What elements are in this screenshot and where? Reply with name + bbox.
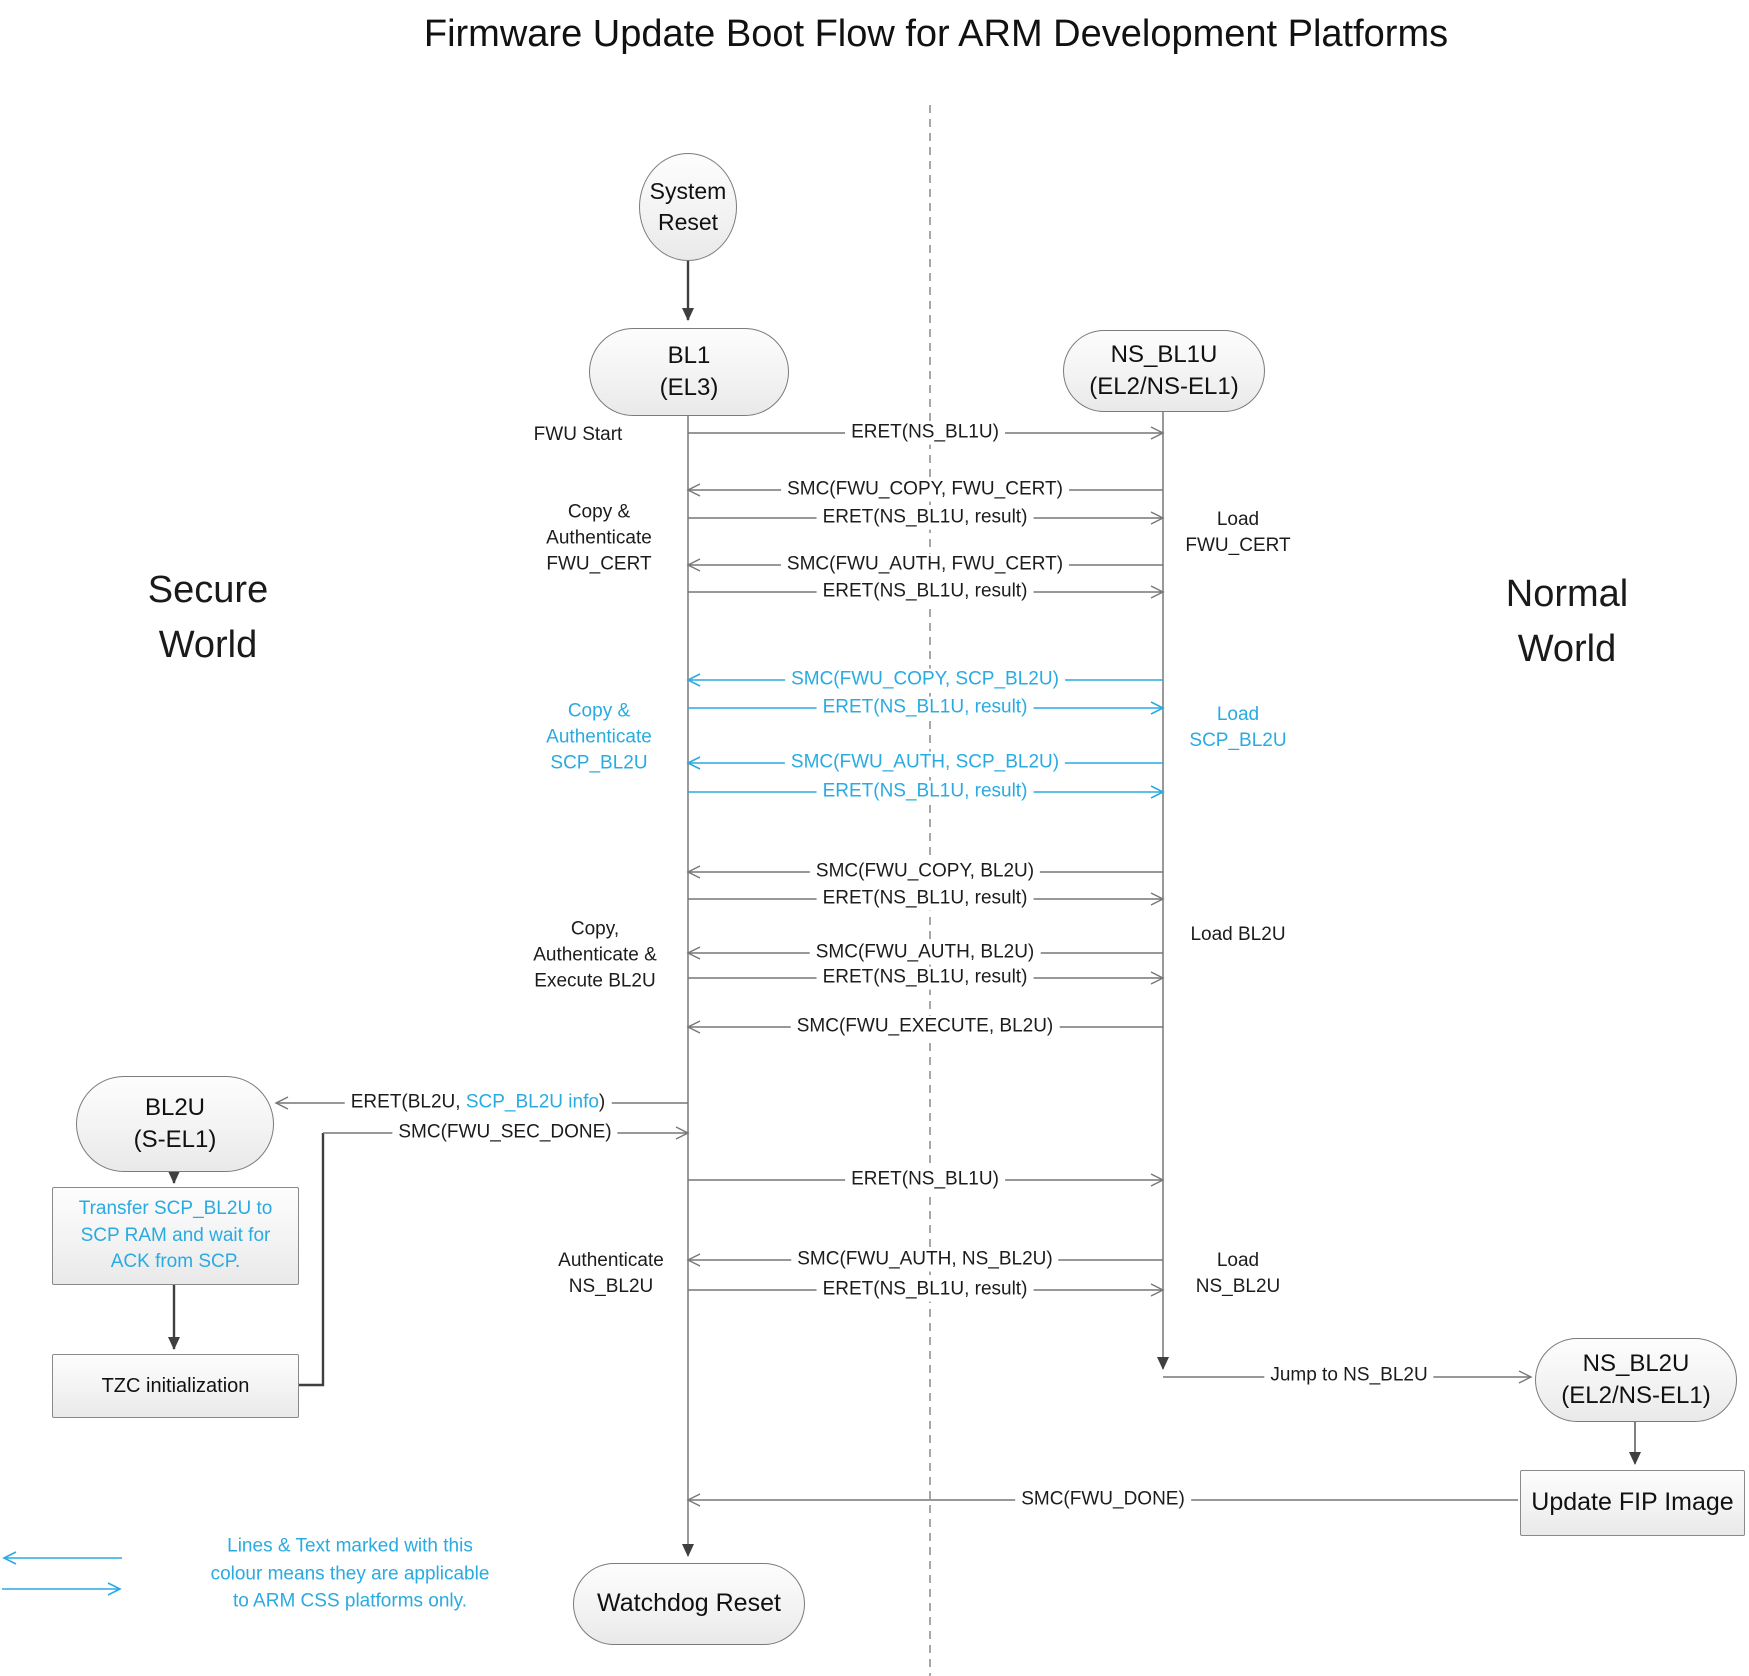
activity-load-ns-bl2u-label: Load NS_BL2U — [1195, 1249, 1281, 1297]
activity-copy-auth-exec-bl2u-label: Copy, Authenticate & Execute BL2U — [533, 918, 657, 993]
msg-eret-ns-bl1u-1-label: ERET(NS_BL1U) — [845, 421, 1005, 445]
msg-eret-result-1-label: ERET(NS_BL1U, result) — [816, 506, 1034, 530]
activity-load-scp-bl2u-label: Load SCP_BL2U — [1189, 703, 1287, 751]
msg-eret-result-2-label: ERET(NS_BL1U, result) — [816, 580, 1034, 604]
msg-eret-ns-bl1u-2-label: ERET(NS_BL1U) — [845, 1168, 1005, 1192]
msg-smc-fwu-done-label: SMC(FWU_DONE) — [1015, 1488, 1191, 1512]
msg-smc-fwu-execute-bl2u-label: SMC(FWU_EXECUTE, BL2U) — [790, 1015, 1060, 1039]
activity-copy-auth-fwu-cert-label: Copy & Authenticate FWU_CERT — [546, 501, 652, 576]
tzc-to-sec-done-elbow-connector — [299, 1133, 325, 1387]
msg-eret-bl2u-part3: ) — [598, 1091, 606, 1113]
activity-auth-ns-bl2u-label: Authenticate NS_BL2U — [558, 1249, 664, 1297]
node-ns-bl1u: NS_BL1U (EL2/NS-EL1) — [1063, 330, 1265, 412]
msg-smc-fwu-auth-ns-bl2u-label: SMC(FWU_AUTH, NS_BL2U) — [791, 1248, 1059, 1272]
msg-eret-result-7-label: ERET(NS_BL1U, result) — [816, 1278, 1034, 1302]
msg-eret-result-5-label: ERET(NS_BL1U, result) — [816, 887, 1034, 911]
msg-eret-bl2u-part1: ERET(BL2U, — [350, 1091, 466, 1113]
node-bl1: BL1 (EL3) — [589, 328, 789, 416]
msg-smc-fwu-sec-done-label: SMC(FWU_SEC_DONE) — [392, 1121, 618, 1145]
node-ns-bl2u: NS_BL2U (EL2/NS-EL1) — [1535, 1338, 1737, 1422]
msg-eret-bl2u-part2: SCP_BL2U info — [465, 1091, 599, 1113]
secure-world-label: Secure World — [147, 568, 269, 666]
msg-smc-fwu-copy-fwu-cert-label: SMC(FWU_COPY, FWU_CERT) — [781, 478, 1069, 502]
msg-smc-fwu-copy-scp-bl2u-label: SMC(FWU_COPY, SCP_BL2U) — [785, 668, 1065, 692]
node-tzc-initialization: TZC initialization — [52, 1354, 299, 1418]
node-system-reset: System Reset — [639, 153, 737, 261]
msg-smc-fwu-copy-bl2u-label: SMC(FWU_COPY, BL2U) — [809, 860, 1041, 884]
msg-eret-result-4-label: ERET(NS_BL1U, result) — [816, 780, 1034, 804]
msg-smc-fwu-auth-bl2u-label: SMC(FWU_AUTH, BL2U) — [809, 941, 1041, 965]
msg-smc-fwu-auth-fwu-cert-label: SMC(FWU_AUTH, FWU_CERT) — [780, 553, 1070, 577]
normal-world-label: Normal World — [1505, 572, 1629, 670]
activity-copy-auth-scp-bl2u-label: Copy & Authenticate SCP_BL2U — [546, 700, 652, 775]
legend-note: Lines & Text marked with this colour mea… — [210, 1535, 490, 1612]
activity-load-fwu-cert-label: Load FWU_CERT — [1185, 508, 1291, 556]
msg-smc-fwu-auth-scp-bl2u-label: SMC(FWU_AUTH, SCP_BL2U) — [784, 751, 1066, 775]
msg-jump-to-ns-bl2u-label: Jump to NS_BL2U — [1264, 1364, 1434, 1388]
node-watchdog-reset: Watchdog Reset — [573, 1563, 805, 1645]
activity-load-bl2u-label: Load BL2U — [1190, 923, 1286, 945]
msg-eret-bl2u-scp-info-label: ERET(BL2U, SCP_BL2U info) — [344, 1091, 612, 1115]
node-bl2u: BL2U (S-EL1) — [76, 1076, 274, 1172]
activity-fwu-start-label: FWU Start — [533, 423, 623, 445]
diagram-title: Firmware Update Boot Flow for ARM Develo… — [423, 13, 1449, 55]
msg-eret-result-6-label: ERET(NS_BL1U, result) — [816, 966, 1034, 990]
msg-eret-result-3-label: ERET(NS_BL1U, result) — [816, 696, 1034, 720]
node-update-fip-image: Update FIP Image — [1520, 1470, 1745, 1536]
node-transfer-scp-bl2u: Transfer SCP_BL2U to SCP RAM and wait fo… — [52, 1187, 299, 1285]
